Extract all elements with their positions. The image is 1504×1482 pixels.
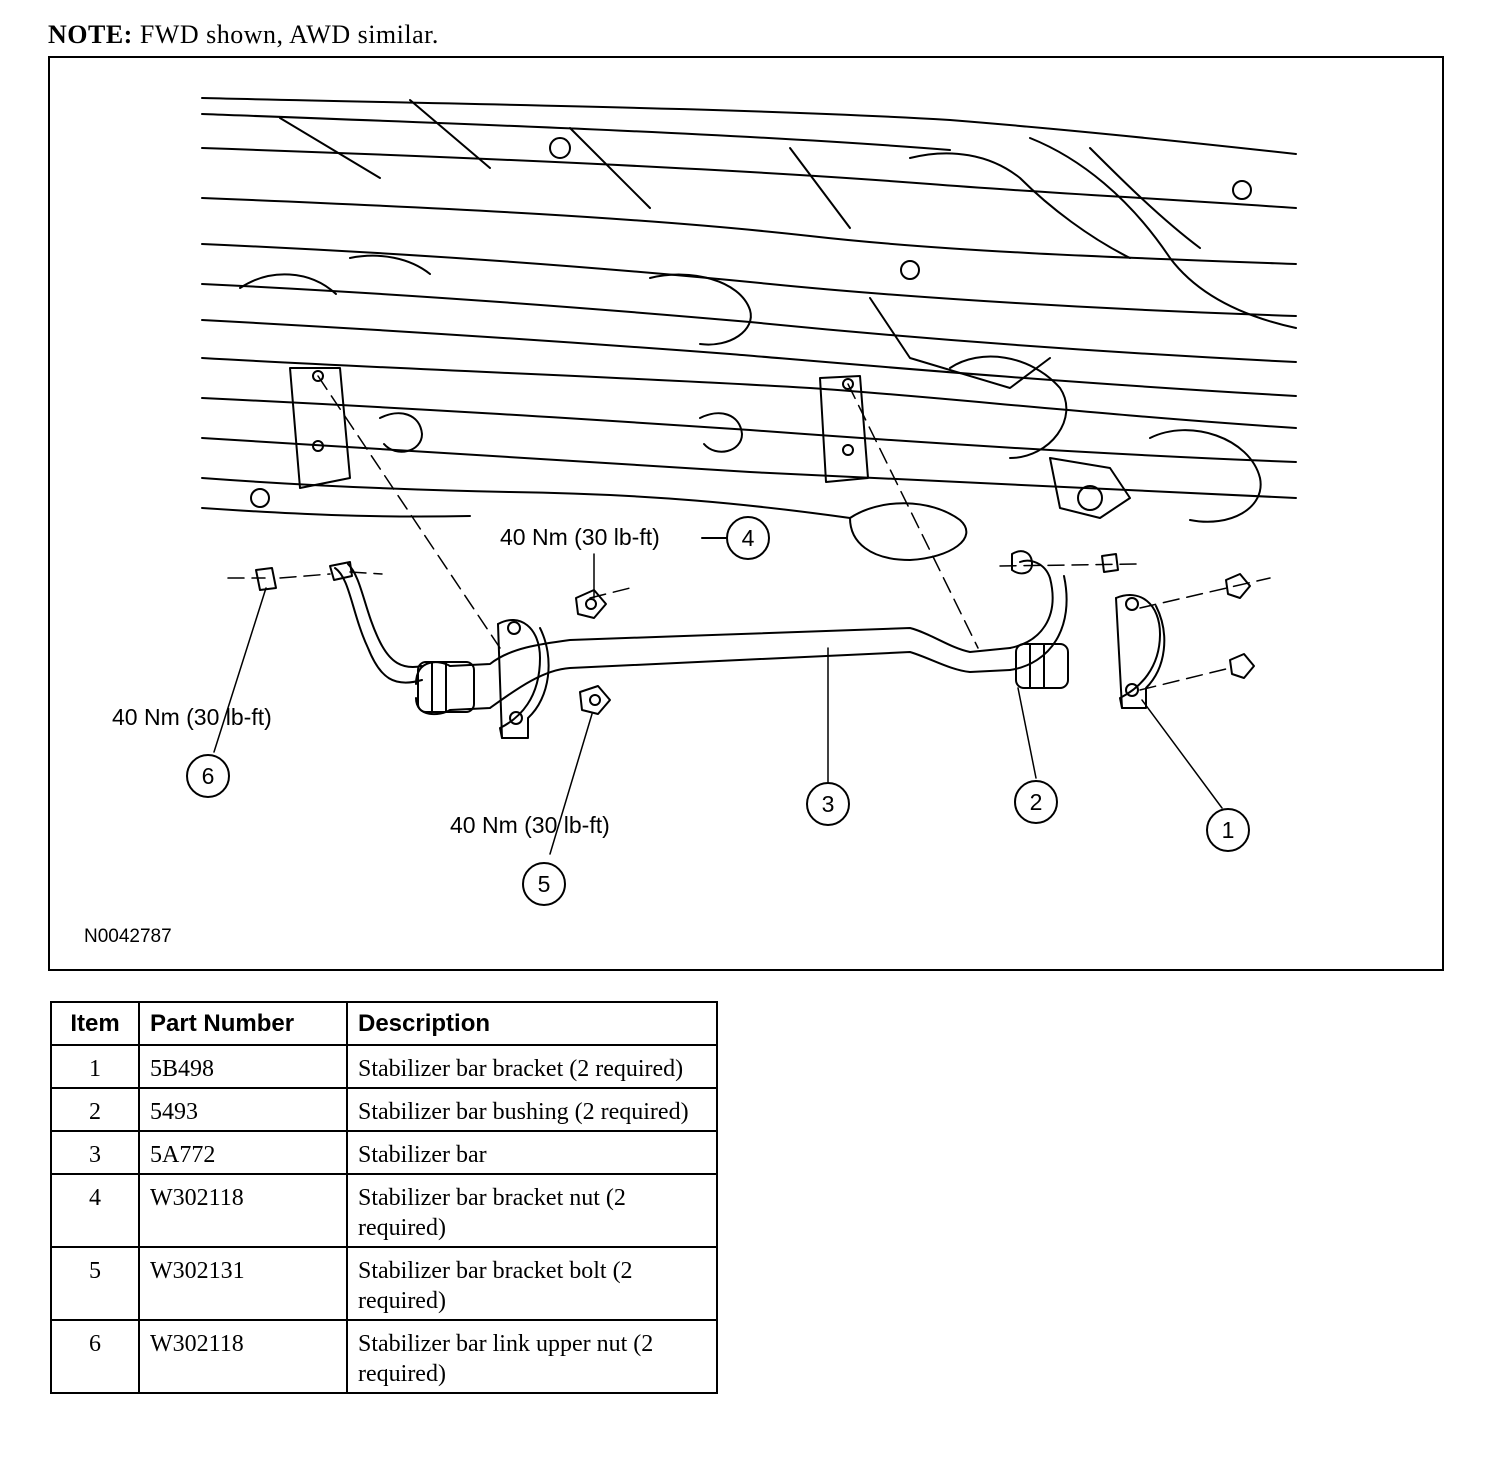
callout-4: 4 — [726, 516, 770, 560]
stabilizer-bar-bushing-right — [1015, 643, 1069, 689]
header-description: Description — [346, 1001, 718, 1046]
table-row: 4 W302118 Stabilizer bar bracket nut (2 … — [50, 1173, 718, 1248]
cell-description: Stabilizer bar bracket (2 required) — [346, 1044, 718, 1089]
link-upper-nut-torque-spec: 40 Nm (30 lb-ft) — [112, 704, 272, 730]
cell-item: 3 — [50, 1130, 140, 1175]
cell-description: Stabilizer bar bracket nut (2 required) — [346, 1173, 718, 1248]
cell-part-number: W302131 — [138, 1246, 348, 1321]
figure-id: N0042787 — [84, 926, 172, 947]
stabilizer-bar-bracket-left — [497, 619, 550, 739]
parts-table: Item Part Number Description 1 5B498 Sta… — [50, 1001, 718, 1394]
header-item: Item — [50, 1001, 140, 1046]
cell-part-number: W302118 — [138, 1173, 348, 1248]
note-label: NOTE: — [48, 20, 133, 49]
table-row: 2 5493 Stabilizer bar bushing (2 require… — [50, 1087, 718, 1132]
cell-item: 2 — [50, 1087, 140, 1132]
note-text: FWD shown, AWD similar. — [139, 20, 439, 49]
table-row: 6 W302118 Stabilizer bar link upper nut … — [50, 1319, 718, 1394]
cell-part-number: 5B498 — [138, 1044, 348, 1089]
cell-part-number: 5A772 — [138, 1130, 348, 1175]
suspension-line-drawing — [201, 97, 1297, 855]
stabilizer-link-left — [329, 561, 423, 684]
right-side-fasteners — [1011, 550, 1255, 679]
bracket-bolt-lower — [579, 685, 611, 715]
cell-description: Stabilizer bar bushing (2 required) — [346, 1087, 718, 1132]
cell-item: 4 — [50, 1173, 140, 1248]
cell-description: Stabilizer bar link upper nut (2 require… — [346, 1319, 718, 1394]
callout-1: 1 — [1206, 808, 1250, 852]
stabilizer-bar — [415, 559, 1068, 716]
cell-item: 6 — [50, 1319, 140, 1394]
cell-part-number: W302118 — [138, 1319, 348, 1394]
cell-part-number: 5493 — [138, 1087, 348, 1132]
cell-description: Stabilizer bar — [346, 1130, 718, 1175]
table-row: 3 5A772 Stabilizer bar — [50, 1130, 718, 1175]
table-header-row: Item Part Number Description — [50, 1001, 718, 1046]
cell-item: 1 — [50, 1044, 140, 1089]
callout-3: 3 — [806, 782, 850, 826]
callout-5: 5 — [522, 862, 566, 906]
callout-leader-lines — [213, 537, 1223, 855]
stabilizer-bar-bushing-left — [417, 661, 475, 713]
callout-6: 6 — [186, 754, 230, 798]
callout-2: 2 — [1014, 780, 1058, 824]
bracket-nut-upper — [575, 589, 607, 619]
note: NOTE: FWD shown, AWD similar. — [48, 20, 439, 50]
exploded-view-figure: 40 Nm (30 lb-ft) 4 40 Nm (30 lb-ft) 6 40… — [48, 56, 1444, 971]
vehicle-underbody-drawing — [201, 97, 1297, 561]
cell-item: 5 — [50, 1246, 140, 1321]
table-row: 5 W302131 Stabilizer bar bracket bolt (2… — [50, 1246, 718, 1321]
cell-description: Stabilizer bar bracket bolt (2 required) — [346, 1246, 718, 1321]
bracket-nut-torque-spec: 40 Nm (30 lb-ft) — [500, 524, 660, 550]
link-upper-nut-left — [255, 567, 277, 591]
bracket-bolt-torque-spec: 40 Nm (30 lb-ft) — [450, 812, 610, 838]
table-row: 1 5B498 Stabilizer bar bracket (2 requir… — [50, 1044, 718, 1089]
stabilizer-bar-bracket-right — [1115, 594, 1166, 709]
header-part-number: Part Number — [138, 1001, 348, 1046]
